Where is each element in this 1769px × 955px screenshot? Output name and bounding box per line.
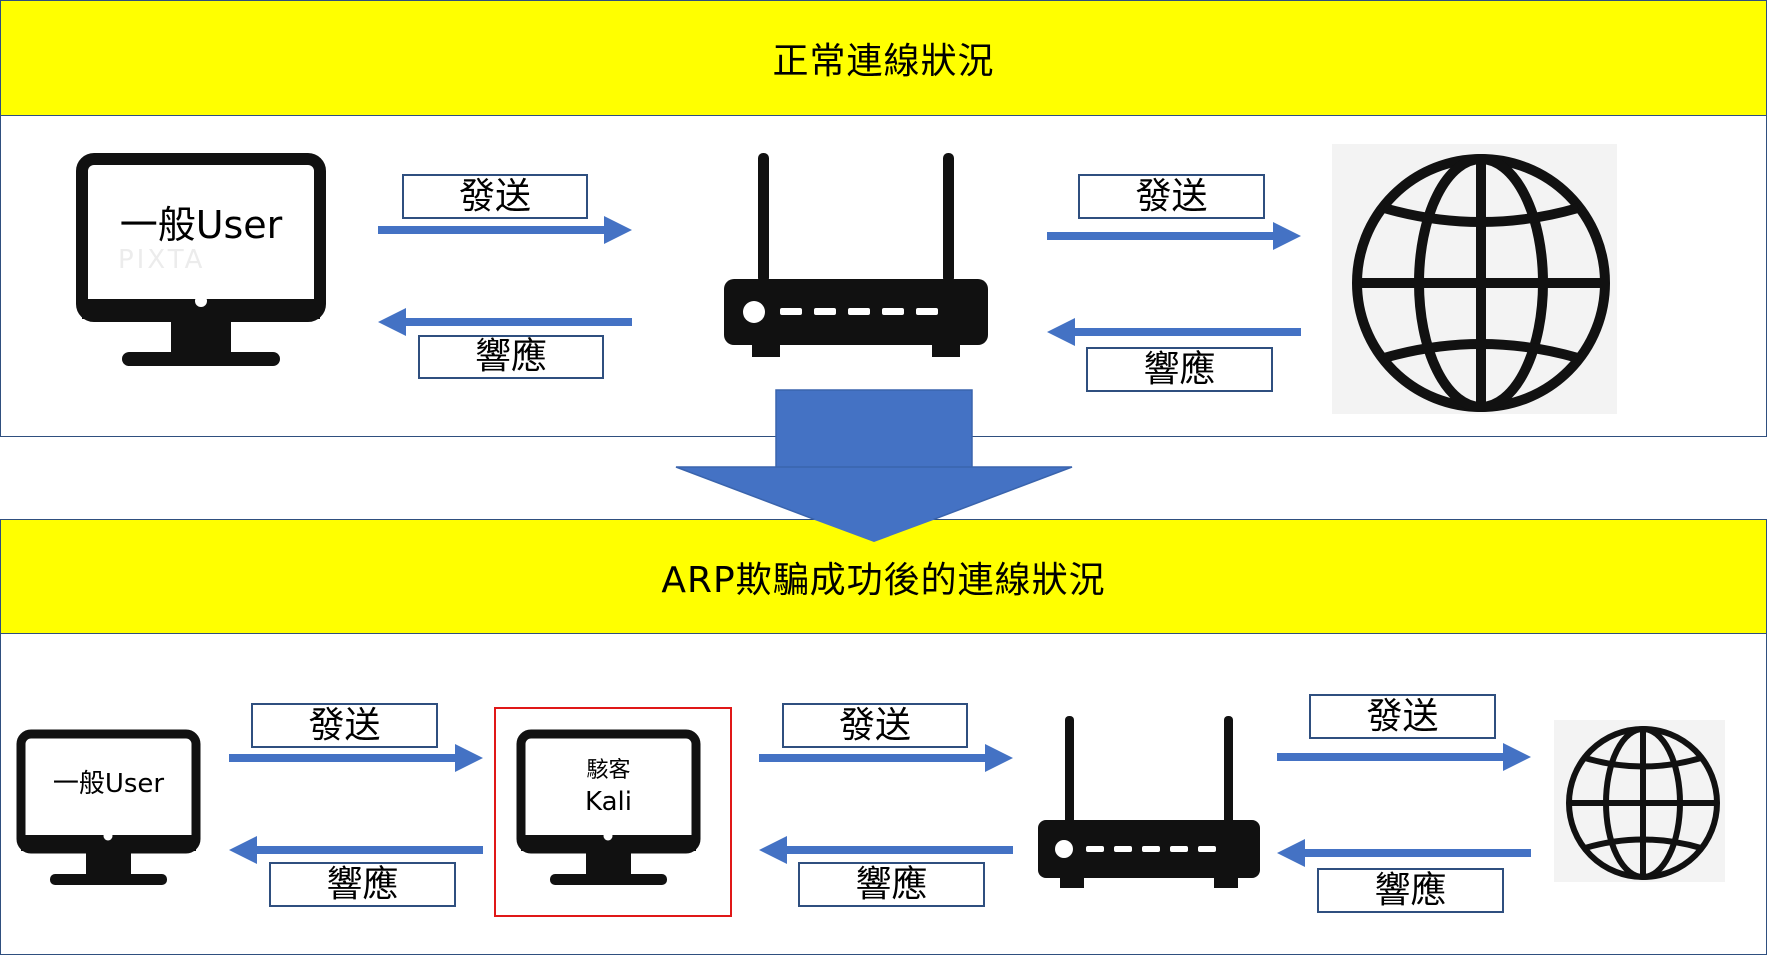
user-label: 一般User <box>52 769 165 799</box>
send-label-box: 發送 <box>782 703 968 748</box>
send-label-box: 發送 <box>1078 174 1265 219</box>
reply-label-box: 響應 <box>798 862 985 907</box>
reply-label-box: 響應 <box>1317 868 1504 913</box>
arp-spoof-title: ARP欺騙成功後的連線狀況 <box>661 559 1106 601</box>
user-computer-icon <box>76 153 326 366</box>
normal-connection-title: 正常連線狀況 <box>772 41 995 82</box>
hacker-highlight-frame <box>494 707 732 917</box>
hacker-computer-icon <box>516 729 701 885</box>
reply-arrow-left <box>1047 318 1301 346</box>
send-arrow-right <box>1277 743 1531 771</box>
send-label-box: 發送 <box>402 174 588 219</box>
send-arrow-right <box>229 744 483 772</box>
globe-icon <box>1554 720 1725 882</box>
reply-label-box: 響應 <box>418 335 604 379</box>
normal-connection-banner: 正常連線狀況 <box>0 0 1767 116</box>
watermark-text: PIXTA <box>118 245 206 275</box>
send-arrow-right <box>378 216 632 244</box>
transition-arrow-tip <box>812 519 936 542</box>
hacker-label: 駭客 <box>586 758 631 783</box>
reply-arrow-left <box>759 836 1013 864</box>
user-label: 一般User <box>119 203 283 247</box>
reply-arrow-left <box>229 836 483 864</box>
send-arrow-right <box>1047 222 1301 250</box>
transition-down-arrow-icon <box>675 389 1073 543</box>
hacker-os-label: Kali <box>585 787 632 817</box>
send-label-box: 發送 <box>251 703 438 748</box>
reply-label-box: 響應 <box>269 862 456 907</box>
user-computer-icon <box>16 729 201 885</box>
reply-label-box: 響應 <box>1086 347 1273 392</box>
send-label-box: 發送 <box>1309 694 1496 739</box>
send-arrow-right <box>759 744 1013 772</box>
reply-arrow-left <box>1277 839 1531 867</box>
reply-arrow-left <box>378 308 632 336</box>
globe-icon <box>1332 144 1617 414</box>
router-icon <box>724 153 988 357</box>
router-icon <box>1038 716 1260 888</box>
